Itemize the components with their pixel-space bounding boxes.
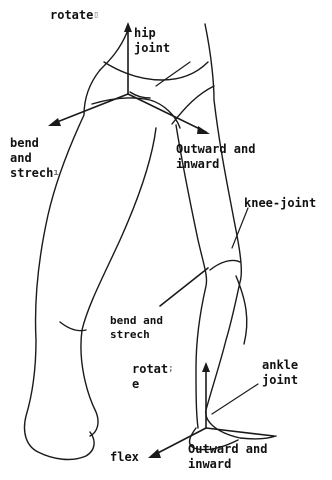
- label-flex: flex: [110, 450, 139, 465]
- knee-joint-leader: [232, 208, 248, 248]
- label-outward-inward-ankle: Outward and inward: [188, 442, 267, 472]
- label-bend-strech-hip: bend and strechı: [10, 136, 59, 181]
- label-hip-joint: hip joint: [134, 26, 170, 56]
- hip-joint-leader: [156, 62, 190, 86]
- label-rotate-ankle: rotat; e: [132, 362, 174, 392]
- ankle-joint-leader: [212, 384, 258, 414]
- label-bend-strech-knee: bend and strech: [110, 314, 163, 342]
- waist-band: [104, 62, 208, 80]
- knee-bend-arrow: [160, 268, 208, 306]
- arrows: [48, 22, 274, 458]
- ankle-outward-arrow: [206, 428, 274, 436]
- back-knee-detail: [210, 260, 240, 270]
- label-outward-inward-hip: Outward and inward: [176, 142, 255, 172]
- pelvis-top-contour: [100, 30, 128, 70]
- label-knee-joint: knee-joint: [244, 196, 316, 211]
- label-rotate-hip: rotate▯: [50, 8, 99, 23]
- calf-contour: [236, 276, 247, 344]
- front-leg-outer-contour: [25, 70, 101, 459]
- label-ankle-joint: ankle joint: [262, 358, 298, 388]
- hip-bend-arrow: [52, 94, 128, 124]
